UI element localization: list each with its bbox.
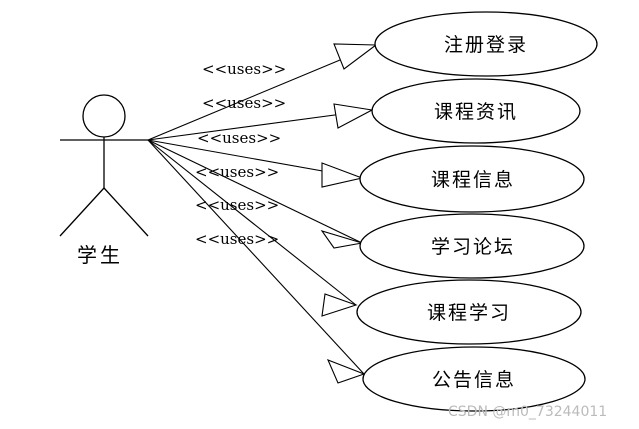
- association-line: [147, 139, 365, 375]
- association-line: [147, 109, 373, 141]
- uses-label: <<uses>>: [197, 129, 281, 147]
- arrowheads: [320, 43, 378, 384]
- actor-figure: [59, 94, 149, 237]
- association-line: [147, 44, 377, 141]
- use-case-label: 学习论坛: [431, 236, 515, 258]
- use-case-ellipse: [359, 145, 585, 213]
- use-case-ellipse: [374, 11, 598, 77]
- uses-label: <<uses>>: [195, 230, 279, 248]
- uses-labels: <<uses>> <<uses>> <<uses>> <<uses>> <<us…: [195, 60, 286, 248]
- arrowhead: [333, 43, 378, 70]
- uses-label: <<uses>>: [195, 163, 279, 181]
- use-case-label: 公告信息: [432, 369, 516, 391]
- actor-name: 学生: [77, 243, 123, 267]
- use-case-ellipse: [371, 78, 581, 144]
- arrowhead: [321, 293, 358, 317]
- use-case-labels: 注册登录 课程资讯 课程信息 学习论坛 课程学习 公告信息: [427, 34, 528, 391]
- watermark: CSDN @m0_73244011: [448, 404, 607, 420]
- use-case-ellipse: [359, 213, 585, 279]
- use-cases: [356, 11, 598, 412]
- use-case-label: 课程信息: [431, 169, 515, 191]
- uses-label: <<uses>>: [195, 196, 279, 214]
- actor-left-leg: [59, 187, 105, 237]
- arrowhead: [333, 103, 374, 129]
- association-line: [147, 139, 357, 306]
- uses-label: <<uses>>: [202, 60, 286, 78]
- use-case-label: 课程资讯: [434, 101, 518, 123]
- association-line: [147, 139, 363, 244]
- arrowhead: [321, 162, 364, 188]
- arrowhead: [320, 230, 363, 249]
- uses-label: <<uses>>: [202, 94, 286, 112]
- actor-head: [82, 94, 126, 138]
- use-case-label: 注册登录: [444, 34, 528, 56]
- arrowhead: [326, 359, 366, 384]
- use-case-label: 课程学习: [427, 302, 511, 324]
- use-case-ellipse: [362, 346, 586, 412]
- actor-right-leg: [103, 187, 149, 237]
- use-case-ellipse: [356, 279, 582, 345]
- association-lines: [147, 44, 377, 375]
